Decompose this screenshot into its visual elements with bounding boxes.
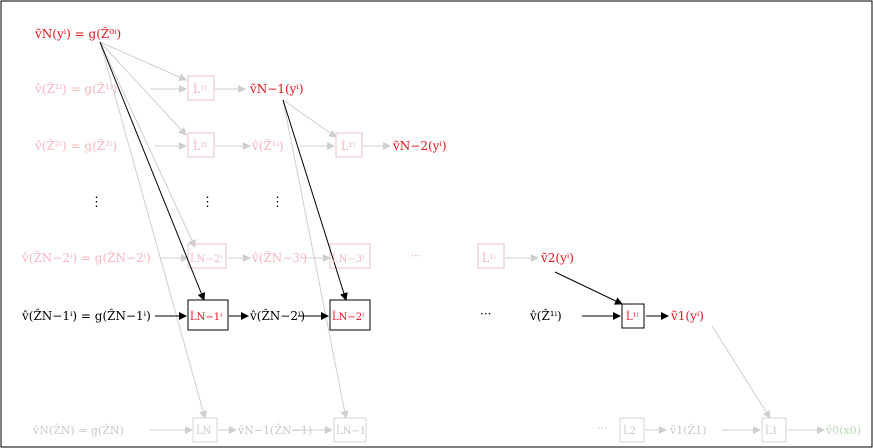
box-L1 <box>621 303 645 329</box>
label-row4-box1: L̂N−1ⁱ <box>189 311 222 323</box>
vdots-1: ⋮ <box>90 195 103 210</box>
label-row5-left: v̂N(ẐN) = g(ẐN) <box>32 423 124 437</box>
label-row1-left: v̂(Ẑ¹ⁱ) = g(Ẑ¹ⁱ) <box>34 81 117 96</box>
box-LN-1 <box>187 299 229 331</box>
label-row2-box2: L̂¹ⁱ <box>341 140 356 153</box>
vdots-3: ⋮ <box>271 195 284 210</box>
label-row1-box: L̂¹ⁱ <box>193 83 208 96</box>
label-row5-box1: L̂N <box>195 425 211 437</box>
label-row3-box3: L̂¹ⁱ <box>482 252 497 265</box>
label-row5-mid: v̂N−1(ẐN−1) <box>237 423 312 437</box>
label-row3-box2: L̂N−3ⁱ <box>331 253 364 265</box>
label-row3-box1: L̂N−2ⁱ <box>189 253 222 265</box>
faded-edges <box>99 41 825 434</box>
faded-boxes <box>187 75 505 269</box>
label-top-left: ṽN(yⁱ) = g(Ẑ⁰ⁱ) <box>34 26 121 41</box>
label-row4-right: ṽ1(yⁱ) <box>670 309 704 323</box>
label-row4-left: v̂(ẐN−1ⁱ) = g(ẐN−1ⁱ) <box>21 308 151 323</box>
label-row5-mid2: v̂1(Ẑ1) <box>669 423 706 437</box>
label-row4-box2: L̂N−2ⁱ <box>331 311 364 323</box>
label-row4-box3: L̂¹ⁱ <box>625 311 638 323</box>
label-row4-hdots: ··· <box>480 307 491 321</box>
label-row5-box2: L̂N−1 <box>335 425 366 437</box>
box-LN-2 <box>329 299 371 331</box>
active-boxes <box>187 299 645 331</box>
label-row3-hdots: ··· <box>410 249 421 263</box>
label-row5-box4: L̂1 <box>764 425 778 437</box>
label-row2-left: v̂(Ẑ²ⁱ) = g(Ẑ²ⁱ) <box>34 138 117 153</box>
label-row2-mid: v̂(Ẑ¹ⁱ) <box>251 138 284 153</box>
label-row3-left: v̂(ẐN−2ⁱ) = g(ẐN−2ⁱ) <box>21 250 151 265</box>
faded-boxes-gray <box>192 417 787 443</box>
label-row2-box1: L̂²ⁱ <box>193 140 208 153</box>
black-edges <box>99 41 669 320</box>
label-row1-right: ṽN−1(yⁱ) <box>249 82 304 96</box>
label-row5-box3: L̂2 <box>622 425 636 437</box>
vdots-2: ⋮ <box>201 195 214 210</box>
label-row3-right: ṽ2(yⁱ) <box>540 251 574 265</box>
label-row5-right: v̂0(x0) <box>825 424 861 437</box>
label-row5-hdots: ··· <box>597 422 608 435</box>
label-row4-mid2: v̂(Ẑ¹ⁱ) <box>529 308 562 323</box>
label-row3-mid: v̂(ẐN−3ⁱ) <box>251 250 307 265</box>
label-row4-mid: v̂(ẐN−2ⁱ) <box>249 308 305 323</box>
label-row2-right: ṽN−2(yⁱ) <box>392 139 447 153</box>
